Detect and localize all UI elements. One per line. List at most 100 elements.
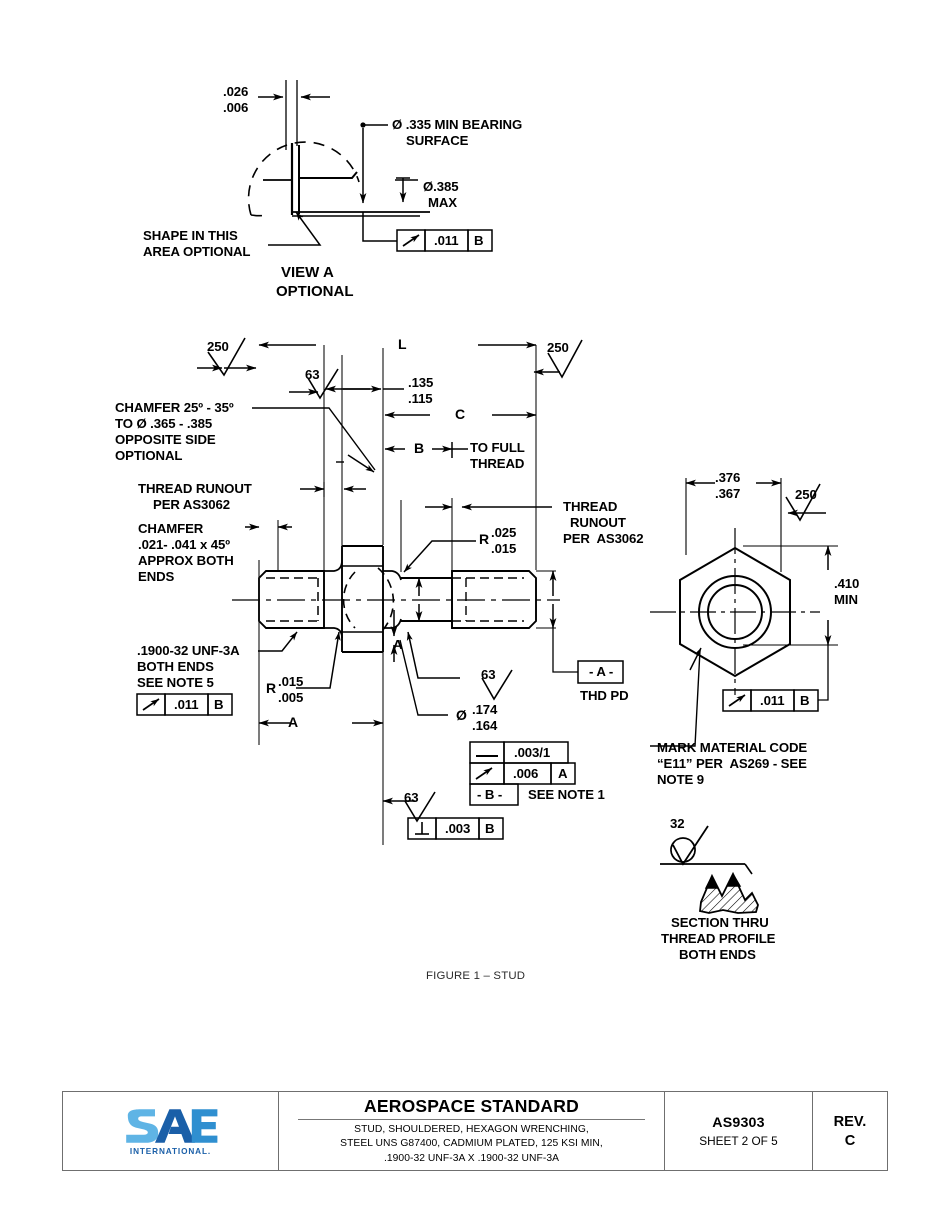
- finish-63-bottom: 63: [404, 790, 419, 805]
- main-fcf-stack: [469, 741, 576, 806]
- finish-63-mid: 63: [481, 667, 496, 682]
- radius-shoulder-prefix: R: [479, 531, 490, 547]
- fcf-stack-row3-note: SEE NOTE 1: [528, 787, 605, 802]
- standard-subtitle-line1: STUD, SHOULDERED, HEXAGON WRENCHING,: [354, 1123, 589, 1135]
- title-block-logo-cell: INTERNATIONAL.: [63, 1092, 279, 1170]
- dia-shank-upper: .174: [472, 702, 498, 717]
- chamfer-note-line4: OPTIONAL: [115, 448, 183, 463]
- view-a-dim-max-line2: MAX: [428, 195, 458, 210]
- figure-caption: FIGURE 1 – STUD: [426, 970, 526, 982]
- finish-250-right: 250: [547, 340, 569, 355]
- thread-section-finish-32: 32: [670, 816, 685, 831]
- main-fcf-thread-box: [136, 693, 233, 716]
- radius-shoulder-upper: .025: [491, 525, 517, 540]
- chamfer-note-line3: OPPOSITE SIDE: [115, 432, 216, 447]
- dim-135: .135: [408, 375, 434, 390]
- standard-title: AEROSPACE STANDARD: [364, 1095, 579, 1116]
- hex-fcf-box: [722, 645, 829, 712]
- main-view-extension-lines: [258, 345, 537, 845]
- hex-dim-height: [743, 545, 838, 646]
- thread-spec-line2: BOTH ENDS: [137, 659, 214, 674]
- hex-fcf-tolerance: .011: [760, 693, 785, 708]
- leader-radius-025: [403, 540, 476, 573]
- chamfer-note-line1: CHAMFER 25º - 35º: [115, 400, 234, 415]
- view-a-shape-note-line1: SHAPE IN THIS: [143, 228, 238, 243]
- sheet-number: SHEET 2 OF 5: [699, 1133, 778, 1148]
- radius-hex-prefix: R: [266, 680, 277, 696]
- dia-shank-prefix: Ø: [456, 707, 467, 723]
- view-a-shape-note-line2: AREA OPTIONAL: [143, 244, 251, 259]
- title-block-title-cell: AEROSPACE STANDARD STUD, SHOULDERED, HEX…: [279, 1092, 665, 1170]
- dim-115: .115: [408, 391, 433, 406]
- datum-a-note: THD PD: [580, 688, 629, 703]
- fcf-stack-row2-tolerance: .006: [513, 766, 539, 781]
- rev-value: C: [844, 1132, 856, 1149]
- sae-logo: INTERNATIONAL.: [123, 1107, 219, 1156]
- chamfer-small-line2: .021- .041 x 45º: [138, 537, 230, 552]
- to-full-thread-line2: THREAD: [470, 456, 525, 471]
- thread-section-caption-line3: BOTH ENDS: [679, 947, 756, 962]
- dia-shank-lower: .164: [472, 718, 498, 733]
- thread-section-caption-line1: SECTION THRU: [671, 915, 769, 930]
- dim-L-label: L: [398, 336, 407, 352]
- thread-runout-right-line1: THREAD: [563, 499, 618, 514]
- standard-subtitle-line2: STEEL UNS G87400, CADMIUM PLATED, 125 KS…: [340, 1138, 603, 1150]
- thread-runout-right-line2: RUNOUT: [570, 515, 626, 530]
- title-block-rev-cell: REV. C: [813, 1092, 887, 1170]
- view-a-fcf-box: [396, 229, 493, 252]
- hex-dim-across-lower: .367: [715, 486, 741, 501]
- view-a-geometry: [247, 80, 430, 217]
- view-a-fcf-leader: [362, 212, 397, 242]
- thread-runout-left-line2: PER AS3062: [153, 497, 230, 512]
- thread-profile-section: [660, 825, 759, 914]
- hex-mark-leader: [650, 647, 702, 747]
- view-a-label: VIEW A: [281, 264, 334, 282]
- dim-thread-runout-left: [300, 482, 366, 497]
- dim-A-section-label: A: [393, 637, 403, 652]
- fcf-stack-row2-datum: A: [558, 766, 568, 781]
- chamfer-small-line3: APPROX BOTH: [138, 553, 234, 568]
- hex-fcf-datum: B: [800, 693, 810, 708]
- to-full-thread-line1: TO FULL: [470, 440, 525, 455]
- view-a-dim-thickness-upper: .026: [223, 84, 249, 99]
- chamfer-small-line4: ENDS: [138, 569, 175, 584]
- dim-C-label: C: [455, 406, 466, 422]
- standard-subtitle-line3: .1900-32 UNF-3A X .1900-32 UNF-3A: [383, 1152, 560, 1164]
- mark-note-line1: MARK MATERIAL CODE: [657, 740, 808, 755]
- mark-note-line2: “E11” PER AS269 - SEE: [657, 756, 807, 771]
- title-divider: [298, 1118, 645, 1120]
- leader-dia-174: [399, 639, 448, 716]
- hex-dim-across-upper: .376: [715, 470, 741, 485]
- hex-dim-height-line2: MIN: [834, 592, 858, 607]
- radius-shoulder-lower: .015: [491, 541, 517, 556]
- mark-note-line3: NOTE 9: [657, 772, 705, 787]
- main-fcf-perp-box: [407, 817, 504, 840]
- leader-finish-63-mid: [406, 631, 460, 679]
- hex-view-centerlines: [650, 528, 820, 695]
- main-fcf-perp-tolerance: .003: [445, 821, 471, 836]
- leader-thread-spec: [258, 631, 298, 652]
- dim-B-label: B: [414, 440, 425, 456]
- view-a-fcf-tolerance: .011: [434, 233, 459, 248]
- title-block-number-cell: AS9303 SHEET 2 OF 5: [665, 1092, 813, 1170]
- hex-dim-height-line1: .410: [834, 576, 860, 591]
- dim-A-label: A: [288, 714, 299, 730]
- view-a-label-letter: A: [322, 264, 334, 281]
- fcf-stack-row1-tolerance: .003/1: [514, 745, 551, 760]
- radius-hex-upper: .015: [278, 674, 304, 689]
- finish-63-top: 63: [305, 367, 320, 382]
- thread-spec-line1: .1900-32 UNF-3A: [137, 643, 240, 658]
- leader-radius-015: [296, 631, 341, 689]
- view-a-bearing-leader: [359, 122, 388, 204]
- thread-runout-left-line1: THREAD RUNOUT: [138, 481, 252, 496]
- view-a-shape-leader: [268, 211, 322, 246]
- document-number: AS9303: [712, 1114, 765, 1131]
- main-fcf-perp-datum: B: [485, 821, 495, 836]
- rev-label: REV.: [833, 1113, 867, 1130]
- view-a-max-dim: [395, 177, 418, 203]
- main-fcf-thread-datum: B: [214, 697, 224, 712]
- title-block: INTERNATIONAL. AEROSPACE STANDARD STUD, …: [62, 1091, 888, 1171]
- chamfer-small-line1: CHAMFER: [138, 521, 204, 536]
